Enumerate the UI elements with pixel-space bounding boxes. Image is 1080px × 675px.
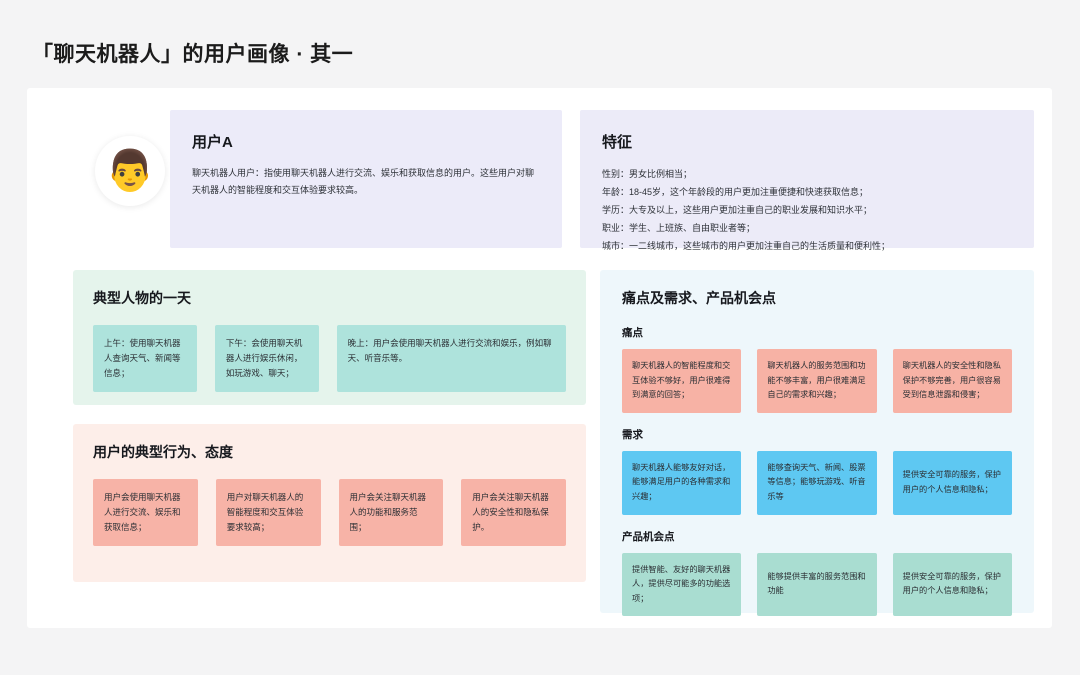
need-chip: 能够查询天气、新闻、股票等信息；能够玩游戏、听音乐等 xyxy=(757,450,877,515)
day-in-life-chip-row: 上午：使用聊天机器人查询天气、新闻等信息； 下午：会使用聊天机器人进行娱乐休闲，… xyxy=(93,325,566,392)
behaviors-section: 用户的典型行为、态度 用户会使用聊天机器人进行交流、娱乐和获取信息； 用户对聊天… xyxy=(73,424,586,582)
product-opportunities-row: 提供智能、友好的聊天机器人，提供尽可能多的功能选项； 能够提供丰富的服务范围和功… xyxy=(622,552,1012,617)
day-in-life-chip: 晚上：用户会使用聊天机器人进行交流和娱乐，例如聊天、听音乐等。 xyxy=(336,325,566,392)
traits-card: 特征 性别：男女比例相当； 年龄：18-45岁，这个年龄段的用户更加注重便捷和快… xyxy=(580,110,1034,251)
product-opportunity-chip: 提供安全可靠的服务，保护用户的个人信息和隐私； xyxy=(892,552,1012,617)
trait-line: 城市：一二线城市，这些城市的用户更加注重自己的生活质量和便利性； xyxy=(602,241,891,251)
behavior-chip: 用户对聊天机器人的智能程度和交互体验要求较高； xyxy=(215,479,321,546)
day-in-life-heading: 典型人物的一天 xyxy=(93,290,191,306)
trait-line: 年龄：18-45岁，这个年龄段的用户更加注重便捷和快速获取信息； xyxy=(602,187,869,197)
trait-line: 学历：大专及以上，这些用户更加注重自己的职业发展和知识水平； xyxy=(602,205,873,215)
trait-line: 职业：学生、上班族、自由职业者等； xyxy=(602,223,756,233)
behaviors-chip-row: 用户会使用聊天机器人进行交流、娱乐和获取信息； 用户对聊天机器人的智能程度和交互… xyxy=(93,479,566,546)
product-opportunity-chip: 能够提供丰富的服务范围和功能 xyxy=(757,552,877,617)
product-opportunities-heading: 产品机会点 xyxy=(622,530,675,543)
pain-point-chip: 聊天机器人的安全性和隐私保护不够完善，用户很容易受到信息泄露和侵害； xyxy=(892,349,1012,413)
persona-heading: 用户A xyxy=(192,134,233,151)
need-chip: 聊天机器人能够友好对话，能够满足用户的各种需求和兴趣； xyxy=(622,450,742,515)
behavior-chip: 用户会关注聊天机器人的安全性和隐私保护。 xyxy=(461,479,566,546)
behavior-chip: 用户会使用聊天机器人进行交流、娱乐和获取信息； xyxy=(93,479,198,546)
man-emoji-icon: 👨 xyxy=(105,148,155,194)
opportunities-panel: 痛点及需求、产品机会点 痛点 聊天机器人的智能程度和交互体验不够好，用户很难得到… xyxy=(600,270,1034,617)
pain-point-chip: 聊天机器人的服务范围和功能不够丰富，用户很难满足自己的需求和兴趣； xyxy=(757,349,877,413)
behavior-chip: 用户会关注聊天机器人的功能和服务范围； xyxy=(338,479,444,546)
needs-heading: 需求 xyxy=(622,428,643,441)
persona-card: 用户A 聊天机器人用户：指使用聊天机器人进行交流、娱乐和获取信息的用户。这些用户… xyxy=(170,110,562,248)
pain-point-chip: 聊天机器人的智能程度和交互体验不够好，用户很难得到满意的回答； xyxy=(622,349,742,413)
board-canvas: 👨 用户A 聊天机器人用户：指使用聊天机器人进行交流、娱乐和获取信息的用户。这些… xyxy=(27,88,1052,628)
day-in-life-chip: 上午：使用聊天机器人查询天气、新闻等信息； xyxy=(93,325,197,392)
opportunities-heading: 痛点及需求、产品机会点 xyxy=(622,290,776,306)
behaviors-heading: 用户的典型行为、态度 xyxy=(93,444,233,460)
pain-points-row: 聊天机器人的智能程度和交互体验不够好，用户很难得到满意的回答； 聊天机器人的服务… xyxy=(622,349,1012,413)
needs-row: 聊天机器人能够友好对话，能够满足用户的各种需求和兴趣； 能够查询天气、新闻、股票… xyxy=(622,450,1012,515)
trait-line: 性别：男女比例相当； xyxy=(602,169,693,179)
page-title: 「聊天机器人」的用户画像 · 其一 xyxy=(32,43,354,66)
product-opportunity-chip: 提供智能、友好的聊天机器人，提供尽可能多的功能选项； xyxy=(622,552,742,617)
day-in-life-section: 典型人物的一天 上午：使用聊天机器人查询天气、新闻等信息； 下午：会使用聊天机器… xyxy=(73,270,586,405)
avatar: 👨 xyxy=(95,136,165,206)
top-row: 用户A 聊天机器人用户：指使用聊天机器人进行交流、娱乐和获取信息的用户。这些用户… xyxy=(170,110,1034,251)
traits-heading: 特征 xyxy=(602,134,633,151)
day-in-life-chip: 下午：会使用聊天机器人进行娱乐休闲，如玩游戏、聊天； xyxy=(214,325,319,392)
need-chip: 提供安全可靠的服务，保护用户的个人信息和隐私； xyxy=(892,450,1012,515)
pain-points-heading: 痛点 xyxy=(622,327,643,339)
persona-description: 聊天机器人用户：指使用聊天机器人进行交流、娱乐和获取信息的用户。这些用户对聊天机… xyxy=(192,168,535,195)
